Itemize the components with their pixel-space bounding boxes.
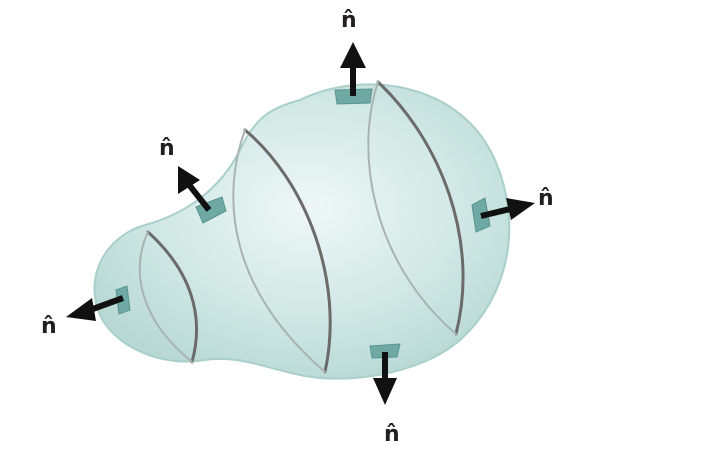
normal-arrow-head-icon — [340, 42, 366, 68]
normal-label-top: n̂ — [341, 8, 357, 33]
surface-patch-icon — [369, 343, 401, 359]
surface-curve-left-light — [138, 231, 193, 363]
surface-patch-icon — [334, 88, 373, 105]
surface-curve-right-light — [367, 81, 457, 335]
surface-patch-icon — [195, 196, 227, 224]
surface-curve-middle-light — [232, 129, 326, 373]
normal-label-upper-left: n̂ — [159, 136, 175, 161]
surface-curve-left-dark — [146, 230, 199, 364]
normal-arrow-head-icon — [373, 378, 397, 405]
normal-arrow-icon — [187, 184, 212, 212]
surface-shape — [93, 83, 511, 380]
surface-curve-right-dark — [376, 80, 465, 336]
normal-label-bottom: n̂ — [384, 422, 400, 447]
normal-label-right: n̂ — [538, 186, 554, 211]
normal-arrow-icon — [88, 295, 125, 313]
normal-arrows — [66, 42, 535, 405]
normal-arrow-head-icon — [506, 198, 535, 220]
normal-arrow-head-icon — [178, 166, 200, 194]
normal-label-left: n̂ — [41, 314, 57, 339]
normal-arrow-head-icon — [66, 298, 96, 321]
normal-arrow-icon — [480, 206, 511, 219]
surface-curves — [138, 80, 465, 374]
surface-curve-middle-dark — [243, 128, 332, 374]
